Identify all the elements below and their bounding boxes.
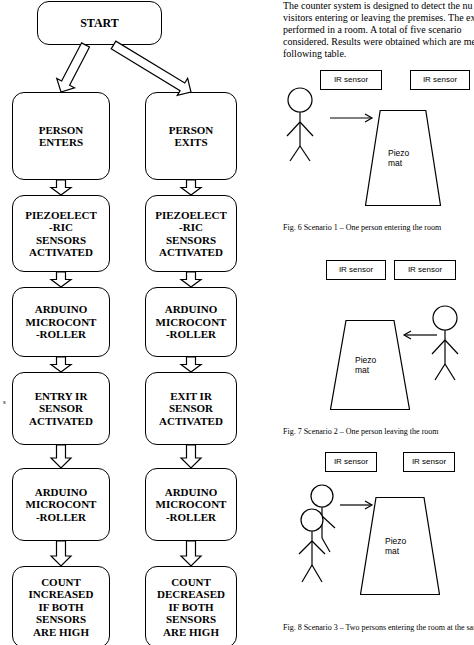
process-box: ENTRY IR SENSOR ACTIVATED [12, 372, 110, 445]
block-arrow [57, 43, 90, 92]
process-box: PIEZOELECT -RIC SENSORS ACTIVATED [12, 195, 110, 272]
direction-arrow [340, 501, 372, 509]
process-box: ARDUINO MICROCONT -ROLLER [12, 468, 110, 541]
block-arrow [51, 541, 71, 566]
node-text: Piezo mat [385, 536, 415, 556]
piezo-mat: Piezo mat [330, 320, 410, 410]
node-text: IR sensor [423, 75, 457, 85]
stray-mark: s [3, 398, 6, 407]
process-box: PERSON EXITS [145, 92, 237, 180]
figure-caption: Fig. 8 Scenario 3 – Two persons entering… [283, 623, 474, 633]
block-arrow [181, 445, 201, 468]
node-text: IR sensor [334, 457, 368, 467]
block-arrow [181, 180, 201, 195]
sensor-box: IR sensor [325, 452, 377, 472]
node-text: ARDUINO MICROCONT -ROLLER [24, 486, 98, 524]
process-box: ARDUINO MICROCONT -ROLLER [145, 287, 237, 357]
body-text: The counter system is designed to detect… [283, 0, 472, 12]
node-text: EXIT IR SENSOR ACTIVATED [154, 390, 228, 428]
node-text: Piezo mat [355, 355, 385, 375]
sensor-box: IR sensor [326, 260, 386, 280]
body-text: performed in a room. A total of five sce… [283, 24, 462, 36]
body-text: visitors entering or leaving the premise… [283, 12, 474, 24]
stick-figure [432, 306, 458, 380]
block-arrow [51, 445, 71, 468]
figure-caption: Fig. 6 Scenario 1 – One person entering … [283, 223, 441, 233]
sensor-box: IR sensor [320, 70, 382, 90]
node-text: START [63, 17, 137, 30]
sensor-box: IR sensor [410, 70, 470, 90]
process-box: PIEZOELECT -RIC SENSORS ACTIVATED [145, 195, 237, 272]
node-text: ARDUINO MICROCONT -ROLLER [154, 303, 228, 341]
piezo-mat: Piezo mat [360, 497, 440, 595]
node-text: COUNT INCREASED IF BOTH SENSORS ARE HIGH [24, 576, 98, 639]
direction-arrow [404, 331, 437, 339]
node-text: ENTRY IR SENSOR ACTIVATED [24, 390, 98, 428]
process-box: START [37, 1, 162, 45]
stick-figure [299, 509, 325, 582]
stick-figure [287, 88, 313, 161]
node-text: PERSON ENTERS [24, 124, 98, 149]
block-arrow [181, 272, 201, 287]
block-arrow [51, 272, 71, 287]
block-arrow [51, 357, 71, 372]
node-text: IR sensor [339, 265, 373, 275]
body-text: considered. Results were obtained which … [283, 36, 474, 48]
node-text: PERSON EXITS [154, 124, 228, 149]
process-box: COUNT DECREASED IF BOTH SENSORS ARE HIGH [145, 566, 237, 645]
node-text: IR sensor [412, 457, 446, 467]
sensor-box: IR sensor [394, 260, 456, 280]
figure-caption: Fig. 7 Scenario 2 – One person leaving t… [283, 427, 439, 437]
body-text: following table. [283, 48, 346, 60]
process-box: COUNT INCREASED IF BOTH SENSORS ARE HIGH [12, 566, 110, 645]
node-text: PIEZOELECT -RIC SENSORS ACTIVATED [154, 209, 228, 259]
process-box: ARDUINO MICROCONT -ROLLER [145, 468, 237, 541]
node-text: Piezo mat [388, 148, 418, 168]
block-arrow [51, 180, 71, 195]
process-box: EXIT IR SENSOR ACTIVATED [145, 372, 237, 445]
block-arrow [111, 41, 191, 95]
node-text: IR sensor [334, 75, 368, 85]
block-arrow [181, 357, 201, 372]
direction-arrow [330, 114, 372, 122]
process-box: PERSON ENTERS [12, 92, 110, 180]
node-text: ARDUINO MICROCONT -ROLLER [24, 303, 98, 341]
node-text: PIEZOELECT -RIC SENSORS ACTIVATED [24, 209, 98, 259]
node-text: ARDUINO MICROCONT -ROLLER [154, 486, 228, 524]
node-text: IR sensor [408, 265, 442, 275]
process-box: ARDUINO MICROCONT -ROLLER [12, 287, 110, 357]
sensor-box: IR sensor [403, 452, 455, 472]
node-text: COUNT DECREASED IF BOTH SENSORS ARE HIGH [154, 576, 228, 639]
block-arrow [181, 541, 201, 566]
piezo-mat: Piezo mat [365, 110, 441, 206]
